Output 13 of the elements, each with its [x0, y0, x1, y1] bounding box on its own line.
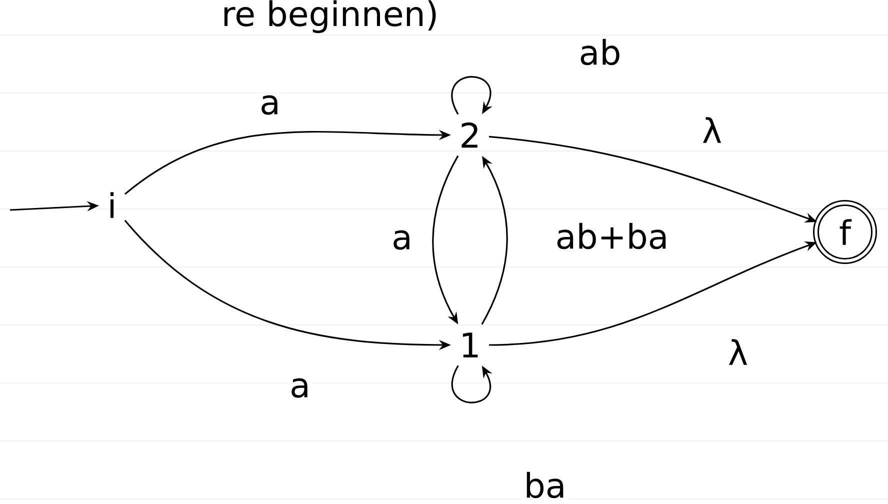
edge-label: ab [580, 38, 620, 66]
arrow [451, 76, 492, 114]
state-label: 1 [462, 332, 478, 358]
state-label: i [110, 192, 114, 218]
heading-text: re beginnen) [224, 0, 436, 34]
state-label: 2 [462, 122, 478, 148]
edge-label: λ [702, 117, 722, 143]
edge-label: a [394, 230, 410, 250]
edge-label: ab+ba [557, 222, 666, 250]
edge-label: λ [728, 339, 748, 365]
edge-label: a [292, 378, 308, 398]
edge-label: ba [526, 472, 564, 498]
edge-label: a [262, 95, 278, 115]
